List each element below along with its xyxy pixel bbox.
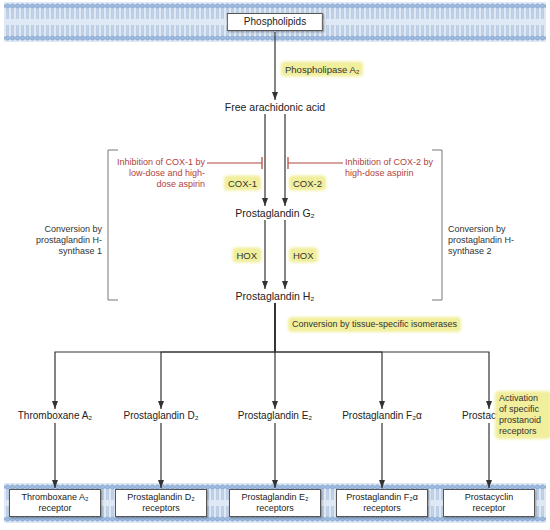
node-text: Prostaglandin G₂ [235,207,314,219]
intermediate-label: Prostaglandin H₂ [236,290,315,302]
inhibition-note: Inhibition of COX-2 by high-dose aspirin [345,157,435,179]
reaction-arrow [284,114,285,206]
membrane-band [4,483,546,523]
enzyme-label: COX-2 [291,178,324,189]
prostanoid-label: Thromboxane A₂ [18,410,92,422]
inhibition-bar [288,157,343,169]
bracket [108,150,118,300]
reaction-arrow [274,303,275,409]
reaction-arrow [275,303,489,409]
node-text: Prostaglandin D₂ [123,410,198,422]
receptor-box: Prostaglandin E₂ receptors [229,489,321,517]
inhibition-note: Inhibition of COX-1 by low-dose and high… [115,157,205,190]
node-text: Prostacyclin receptor [447,492,531,514]
node-text: Thromboxane A₂ receptor [13,492,97,514]
intermediate-label: Prostaglandin G₂ [235,207,314,219]
reaction-arrow [54,423,55,488]
reaction-arrow [161,303,275,409]
bracket-note: Conversion by prostaglandin H-synthase 2 [448,224,516,257]
bracket-note: Conversion by prostaglandin H-synthase 1 [34,224,102,257]
node-text: Prostaglandin F₂α receptors [340,492,424,514]
reaction-arrow [274,423,275,488]
receptor-box: Prostacyclin receptor [443,489,535,517]
node-text: Phospholipids [244,16,306,28]
node-text: Prostaglandin E₂ [238,410,312,422]
reaction-arrow [274,32,275,100]
receptor-box: Prostaglandin F₂α receptors [336,489,428,517]
enzyme-label: HOX [291,249,316,260]
node-text: Free arachidonic acid [225,101,325,113]
prostanoid-label: Prostaglandin E₂ [238,410,312,422]
reaction-arrow [381,423,382,488]
receptor-box: Thromboxane A₂ receptor [9,489,101,517]
lipid-box: Phospholipids [227,13,323,31]
enzyme-label: HOX [234,249,259,260]
lipid-bilayer [4,483,546,523]
process-note: Conversion by tissue-specific isomerases [290,319,459,330]
process-note: Activation of specific prostanoid recept… [497,393,549,437]
lipid-bilayer [4,2,546,42]
node-text: Prostaglandin F₂α [342,410,422,422]
node-text: Prostaglandin E₂ receptors [233,492,317,514]
reaction-arrow [264,114,265,206]
node-text: Prostaglandin D₂ receptors [119,492,203,514]
reaction-arrow [264,220,265,289]
prostanoid-label: Prostaglandin D₂ [123,410,198,422]
receptor-box: Prostaglandin D₂ receptors [115,489,207,517]
reaction-arrow [55,303,275,409]
bracket [432,150,442,300]
prostanoid-label: Prostaglandin F₂α [342,410,422,422]
enzyme-label: COX-1 [226,178,259,189]
enzyme-label: Phospholipase A₂ [283,64,361,75]
membrane-top [4,2,546,42]
reaction-arrow [160,423,161,488]
membrane-bottom [4,483,546,523]
node-text: Thromboxane A₂ [18,410,92,422]
reaction-arrow [488,423,489,488]
node-text: Prostaglandin H₂ [236,290,315,302]
membrane-band [4,2,546,42]
substrate-label: Free arachidonic acid [225,101,325,113]
reaction-arrow [284,220,285,289]
inhibition-bar [207,157,262,169]
